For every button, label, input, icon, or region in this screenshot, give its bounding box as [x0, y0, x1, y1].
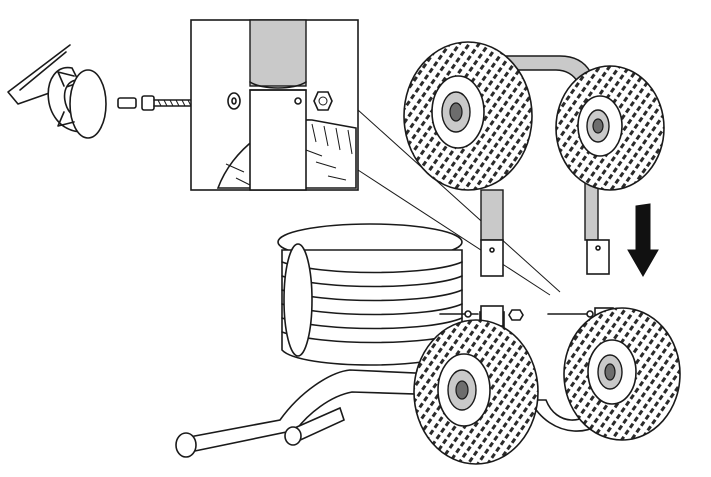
- base-frame: [175, 369, 481, 458]
- detail-inset: [190, 19, 359, 191]
- hose-reel: [277, 223, 463, 366]
- down-arrow-icon: [627, 203, 659, 278]
- lower-wheel-right: [563, 307, 681, 441]
- rotate-arrow-icon: [47, 67, 107, 139]
- upper-wheel-left: [403, 41, 533, 191]
- upper-handle-frame: [480, 55, 610, 277]
- upper-wheel-right: [555, 65, 665, 191]
- lower-wheel-left: [413, 319, 539, 465]
